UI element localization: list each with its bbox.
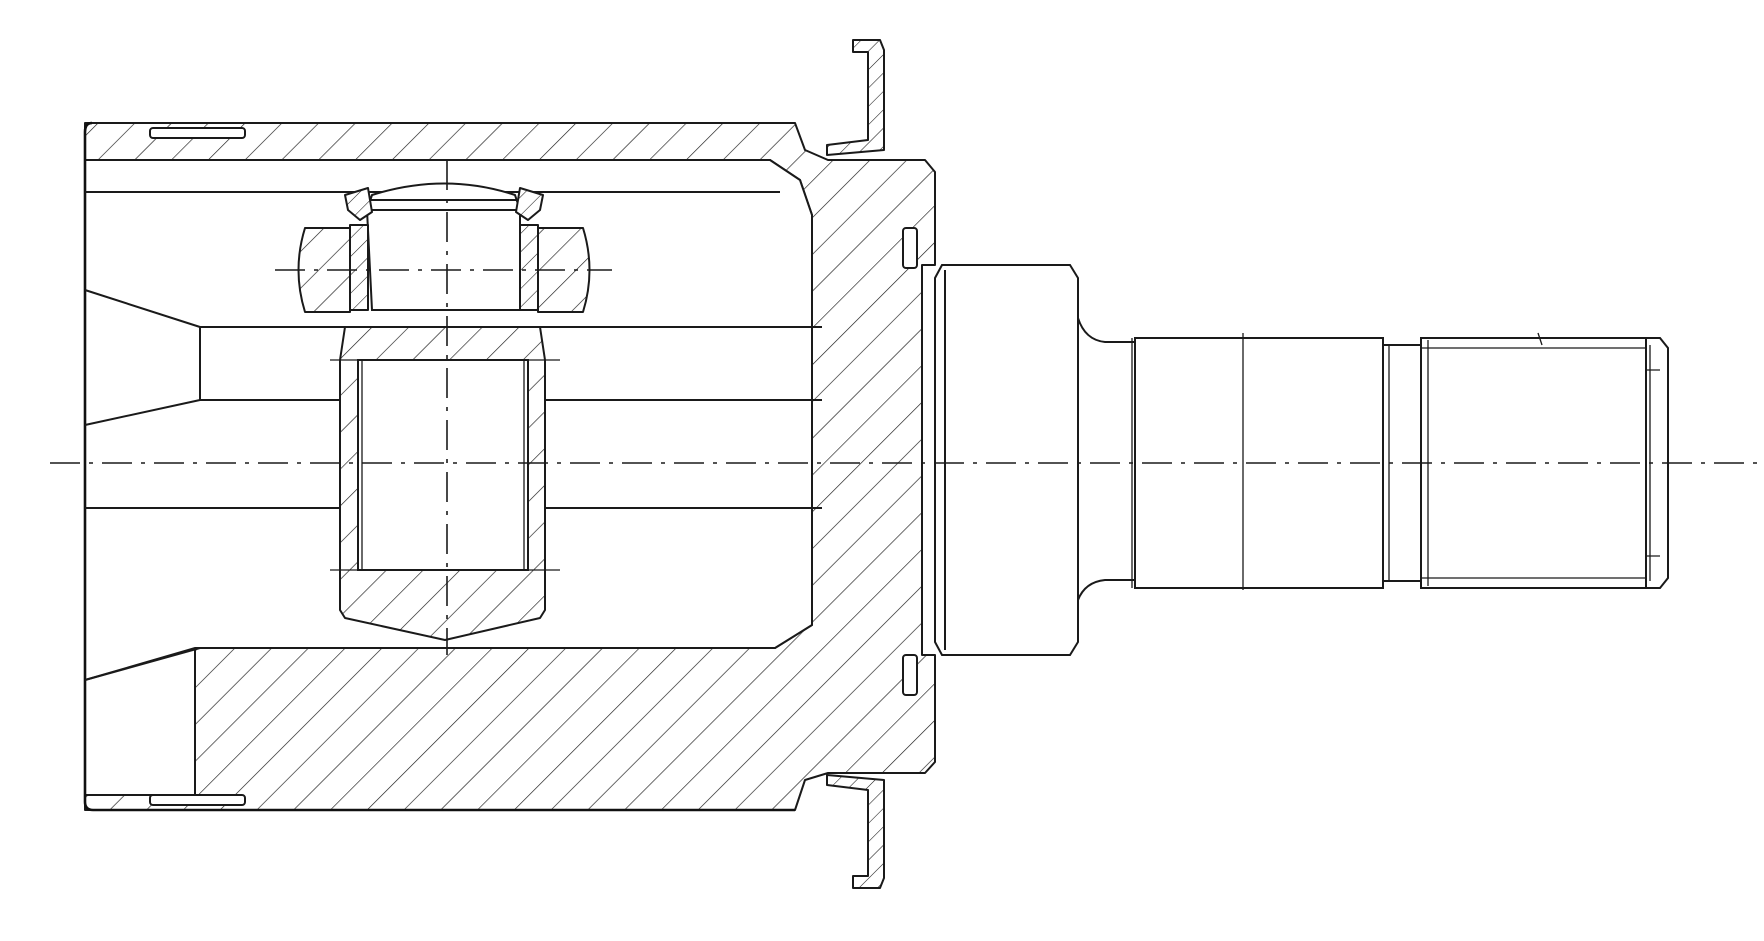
housing-groove-bottom (149, 794, 246, 806)
shaft-tip (1645, 337, 1669, 589)
dust-shield-bottom (826, 774, 885, 889)
inner-taper-lower (84, 647, 201, 681)
housing-outline (83, 121, 795, 812)
outer-ring-left (297, 227, 351, 313)
trunnion (297, 182, 591, 313)
needle-cage-right (519, 224, 539, 311)
inner-taper (84, 289, 201, 426)
roller-bore (357, 359, 529, 571)
dust-shield-top (826, 39, 885, 156)
shaft-neck-bottom (1077, 579, 1135, 601)
trunnion-pin (365, 182, 521, 311)
retainer-clip-left (344, 187, 373, 221)
thread-marker (1537, 332, 1543, 346)
center-lines (50, 160, 1762, 655)
retainer-clip-right (515, 187, 544, 221)
roller-assembly (330, 326, 560, 641)
web-recess-bottom (902, 654, 918, 696)
needle-cage-left (349, 224, 369, 311)
stub-shaft (934, 264, 1669, 656)
web-recess-top (902, 227, 918, 269)
housing-groove-top (149, 127, 246, 139)
tip-step (1646, 369, 1660, 557)
dust-shield (826, 39, 885, 889)
shaft-neck-top (1077, 317, 1135, 343)
shaft-collar (934, 264, 1079, 656)
